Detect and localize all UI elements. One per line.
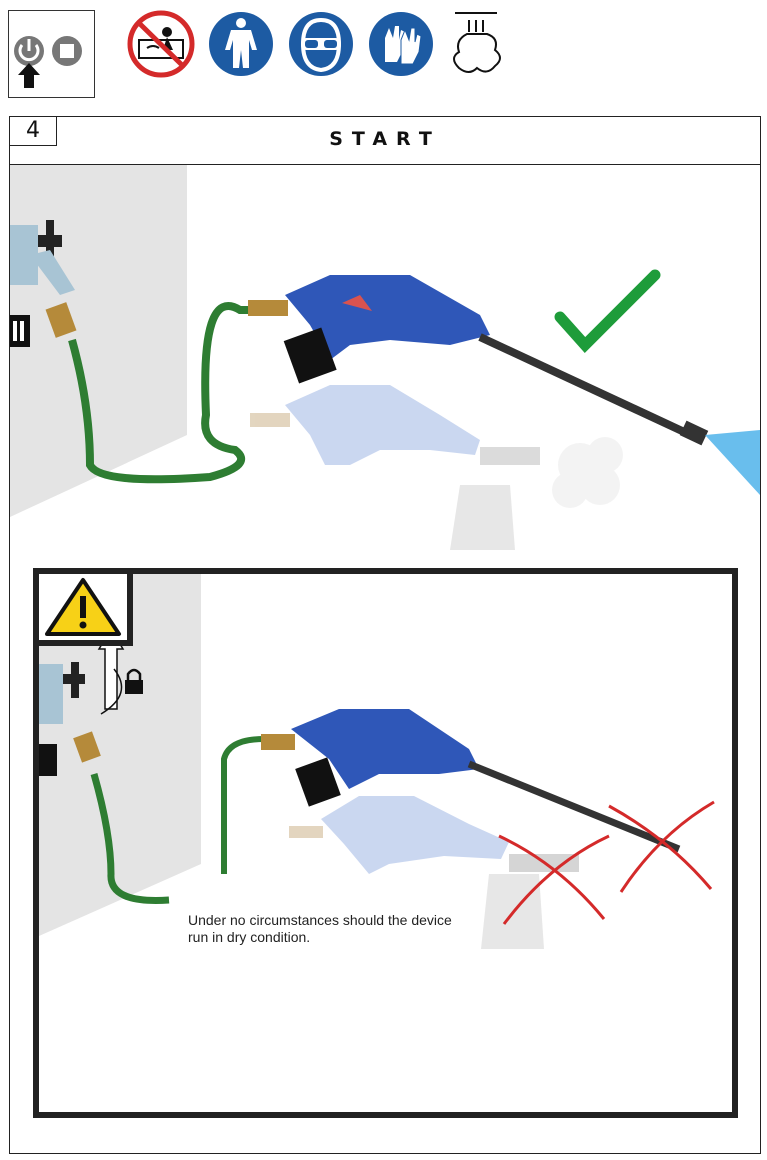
stop-icon [52,36,82,66]
warning-text-line2: run in dry condition. [188,929,311,945]
gloves-icon [369,12,433,76]
pressure-washer-gun [248,275,760,495]
dry-run-illustration [39,574,715,949]
power-icon [14,36,44,66]
water-tap [39,662,101,776]
warning-text: Under no circumstances should the device… [188,912,488,946]
cross-icon [608,800,715,893]
safety-goggles-icon [289,12,353,76]
title-divider [9,164,761,165]
warning-triangle-icon [45,578,121,636]
no-vapor-icon [453,12,501,73]
wall [10,165,187,517]
water-jet [705,430,760,495]
warning-panel [33,568,738,1118]
press-arrow-icon [18,63,40,88]
power-stop-icons [14,36,82,88]
warning-tab [33,568,133,646]
pressure-washer-gun [261,709,681,853]
step-panel [9,116,761,1154]
power-button-panel [8,10,95,98]
foam-attachment-ghost [250,385,623,550]
step-title: START [329,128,441,150]
warning-text-line1: Under no circumstances should the device [188,912,452,928]
wall [39,574,201,936]
no-children-icon [127,10,195,78]
lock-icon [125,668,143,694]
protective-clothing-icon [209,12,273,76]
checkmark-icon [554,269,661,354]
correct-usage-illustration [10,165,760,550]
hose [68,302,256,484]
hose [90,773,170,904]
lance [478,333,697,441]
lance [467,760,681,853]
step-number: 4 [9,116,57,146]
water-tap [10,220,77,347]
cross-icon [498,834,610,925]
